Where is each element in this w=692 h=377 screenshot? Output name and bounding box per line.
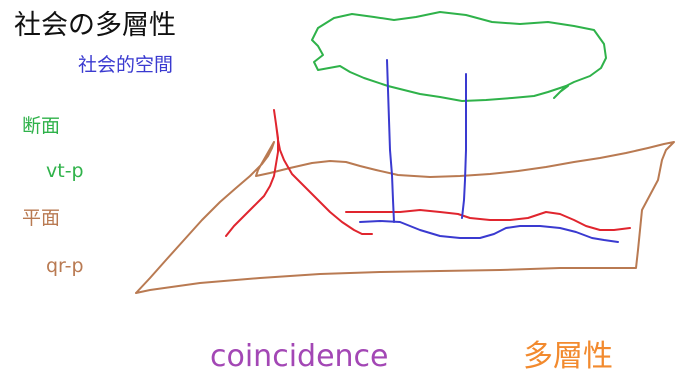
green-cloud-tail: [553, 85, 569, 99]
red-peak-curve: [225, 109, 373, 237]
blue-layer-line: [359, 220, 619, 243]
subtitle-social-space: 社会的空間: [78, 54, 174, 76]
green-cloud-outline: [311, 11, 607, 102]
label-qr-p: qr-p: [46, 255, 84, 277]
blue-vertical-line-right: [461, 73, 467, 219]
blue-vertical-line-left: [386, 59, 395, 223]
label-plane: 平面: [22, 207, 61, 229]
label-vt-p: vt-p: [46, 160, 84, 182]
label-multilayer: 多層性: [523, 339, 613, 374]
label-coincidence: coincidence: [210, 339, 389, 374]
page-title: 社会の多層性: [14, 10, 176, 41]
label-cross-section: 断面: [22, 115, 61, 137]
brown-plane-outline: [135, 141, 675, 294]
red-level-line: [345, 209, 631, 231]
